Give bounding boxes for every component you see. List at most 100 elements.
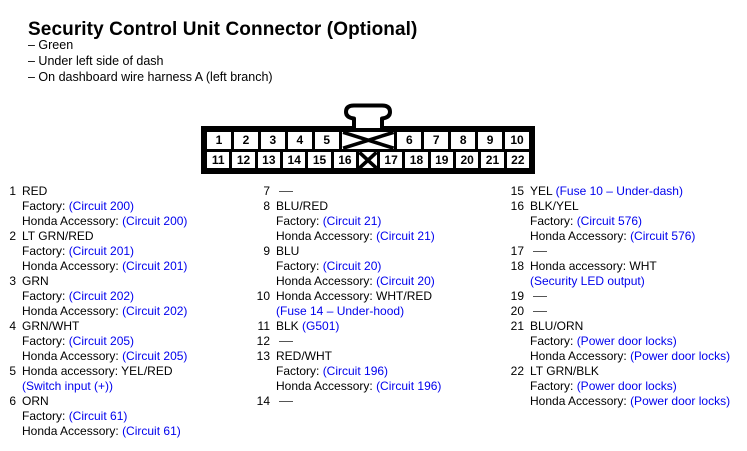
connector-cavity-19: 19 (430, 151, 453, 168)
note-harness: – On dashboard wire harness A (left bran… (28, 70, 273, 84)
wire-color-text: Honda accessory: YEL/RED (22, 364, 173, 378)
pin-detail-line: Honda Accessory: (Circuit 61) (7, 424, 250, 439)
pin-head: 14 (253, 394, 496, 409)
wire-color-text: LT GRN/BLK (530, 364, 599, 378)
pin-number: 11 (257, 319, 270, 333)
pin-number: 1 (9, 184, 16, 198)
circuit-link[interactable]: (Circuit 202) (122, 304, 188, 318)
circuit-link[interactable]: (Security LED output) (530, 274, 645, 288)
circuit-link[interactable]: (Circuit 201) (122, 259, 188, 273)
connector-cavity-2: 2 (233, 132, 258, 149)
pin-wire-label (276, 184, 293, 199)
pin-wire-label: BLU/ORN (530, 319, 583, 334)
pin-detail-line: Factory: (Power door locks) (507, 334, 745, 349)
not-used-dash (279, 400, 293, 402)
connector-cavity-8: 8 (451, 132, 476, 149)
pin-head: 7 (253, 184, 496, 199)
circuit-link[interactable]: (Circuit 200) (68, 199, 135, 213)
pin-detail-line: Factory: (Circuit 200) (7, 199, 250, 214)
pin-entry-5: 5 Honda accessory: YEL/RED(Switch input (… (7, 364, 250, 394)
pin-wire-label: BLK/YEL (530, 199, 579, 214)
connector-cavity-6: 6 (397, 132, 422, 149)
circuit-link[interactable]: (Circuit 20) (376, 274, 435, 288)
pin-detail-line: (Switch input (+)) (7, 379, 250, 394)
pin-wire-label: RED (22, 184, 47, 199)
pin-head: 19 (507, 289, 745, 304)
pin-detail-line: Factory: (Circuit 202) (7, 289, 250, 304)
not-used-dash (279, 340, 293, 342)
circuit-link[interactable]: (Circuit 202) (68, 289, 135, 303)
circuit-link[interactable]: (Circuit 205) (122, 349, 188, 363)
circuit-link[interactable]: (Fuse 10 – Under-dash) (552, 184, 683, 198)
connector-cavity-5: 5 (314, 132, 339, 149)
not-used-dash (533, 295, 547, 297)
wire-color-text: LT GRN/RED (22, 229, 94, 243)
circuit-link[interactable]: (Power door locks) (630, 349, 731, 363)
pin-number: 2 (9, 229, 16, 243)
pin-number: 20 (510, 304, 524, 318)
circuit-link[interactable]: (Power door locks) (576, 379, 677, 393)
pin-number: 17 (510, 244, 524, 258)
pin-number: 15 (510, 184, 524, 198)
not-used-dash (279, 190, 293, 192)
pin-detail-line: Factory: (Circuit 201) (7, 244, 250, 259)
circuit-link[interactable]: (Circuit 21) (322, 214, 382, 228)
pin-detail-line: Honda Accessory: (Power door locks) (507, 394, 745, 409)
detail-label: Honda Accessory: (276, 379, 377, 393)
pin-wire-label: Honda accessory: WHT (530, 259, 657, 274)
pin-detail-line: Honda Accessory: (Circuit 202) (7, 304, 250, 319)
circuit-link[interactable]: (G501) (298, 319, 340, 333)
circuit-link[interactable]: (Circuit 205) (68, 334, 135, 348)
circuit-link[interactable]: (Circuit 61) (68, 409, 128, 423)
location-notes: – Green – Under left side of dash – On d… (28, 37, 273, 85)
circuit-link[interactable]: (Circuit 200) (122, 214, 188, 228)
detail-label: Honda Accessory: (530, 349, 631, 363)
not-used-dash (533, 250, 547, 252)
circuit-link[interactable]: (Circuit 576) (576, 214, 643, 228)
circuit-link[interactable]: (Power door locks) (576, 334, 677, 348)
pin-entry-17: 17 (507, 244, 745, 259)
connector-cavity-12: 12 (232, 151, 255, 168)
pin-wire-label (530, 304, 547, 319)
circuit-link[interactable]: (Circuit 21) (376, 229, 435, 243)
pin-wire-label: Honda Accessory: WHT/RED (276, 289, 432, 304)
pin-number: 5 (9, 364, 16, 378)
circuit-link[interactable]: (Circuit 576) (630, 229, 696, 243)
pin-wire-label: LT GRN/BLK (530, 364, 599, 379)
connector-cavity-21: 21 (481, 151, 504, 168)
detail-label: Factory: (276, 259, 323, 273)
blocked-cavity-cell (341, 132, 395, 149)
circuit-link[interactable]: (Circuit 61) (122, 424, 181, 438)
circuit-link[interactable]: (Fuse 14 – Under-hood) (276, 304, 405, 318)
circuit-link[interactable]: (Circuit 201) (68, 244, 135, 258)
circuit-link[interactable]: (Circuit 20) (322, 259, 382, 273)
pin-number: 7 (263, 184, 270, 198)
note-color: – Green (28, 38, 74, 52)
circuit-link[interactable]: (Switch input (+)) (22, 379, 114, 393)
circuit-link[interactable]: (Circuit 196) (322, 364, 389, 378)
pin-wire-label: GRN (22, 274, 49, 289)
detail-label: Factory: (530, 334, 577, 348)
detail-label: Factory: (276, 364, 323, 378)
connector-cavity-16: 16 (333, 151, 357, 168)
pin-detail-line: Factory: (Circuit 21) (253, 214, 496, 229)
circuit-link[interactable]: (Power door locks) (630, 394, 731, 408)
pin-detail-line: Factory: (Circuit 196) (253, 364, 496, 379)
circuit-link[interactable]: (Circuit 196) (376, 379, 442, 393)
wire-color-text: BLU/RED (276, 199, 329, 213)
wire-color-text: Honda accessory: WHT (530, 259, 657, 273)
pin-wire-label (530, 244, 547, 259)
